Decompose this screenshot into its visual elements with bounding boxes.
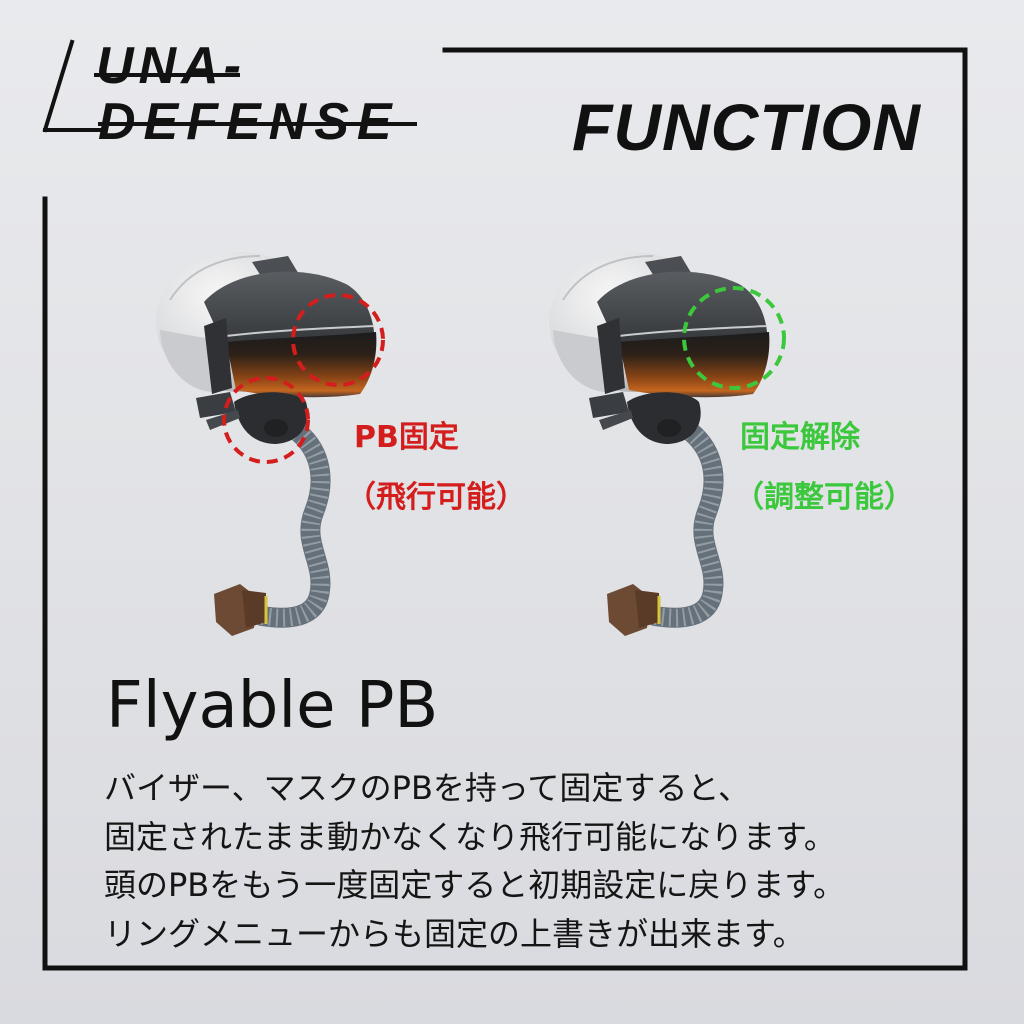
mask-pb-locked-circle [222, 376, 310, 464]
logo-line2: DEFENSE [98, 93, 400, 151]
helmet-unlocked-icon [549, 252, 769, 636]
unlocked-label: 固定解除 [740, 420, 860, 455]
section-heading: FUNCTION [572, 90, 921, 164]
feature-title: Flyable PB [106, 669, 439, 743]
visor-pb-locked-circle [291, 293, 385, 387]
feature-description: バイザー、マスクのPBを持って固定すると、 固定されたまま動かなくなり飛行可能に… [104, 764, 845, 958]
visor-pb-unlocked-circle [682, 286, 786, 390]
frame [42, 47, 968, 971]
locked-label: PB固定 [354, 420, 459, 455]
unlocked-sublabel: （調整可能） [734, 480, 914, 515]
description-line: 頭のPBをもう一度固定すると初期設定に戻ります。 [104, 866, 846, 904]
description-line: リングメニューからも固定の上書きが出来ます。 [104, 914, 805, 953]
logo-strokes [42, 39, 417, 133]
helmet-locked-icon [156, 252, 376, 636]
description-line: 固定されたまま動かなくなり飛行可能になります。 [104, 817, 836, 856]
logo-letter: L [0, 0, 1, 1]
locked-sublabel: （飛行可能） [346, 480, 526, 515]
logo-line1: UNA- [96, 37, 246, 95]
description-line: バイザー、マスクのPBを持って固定すると、 [104, 769, 751, 807]
logo-l-vertical [42, 39, 75, 133]
